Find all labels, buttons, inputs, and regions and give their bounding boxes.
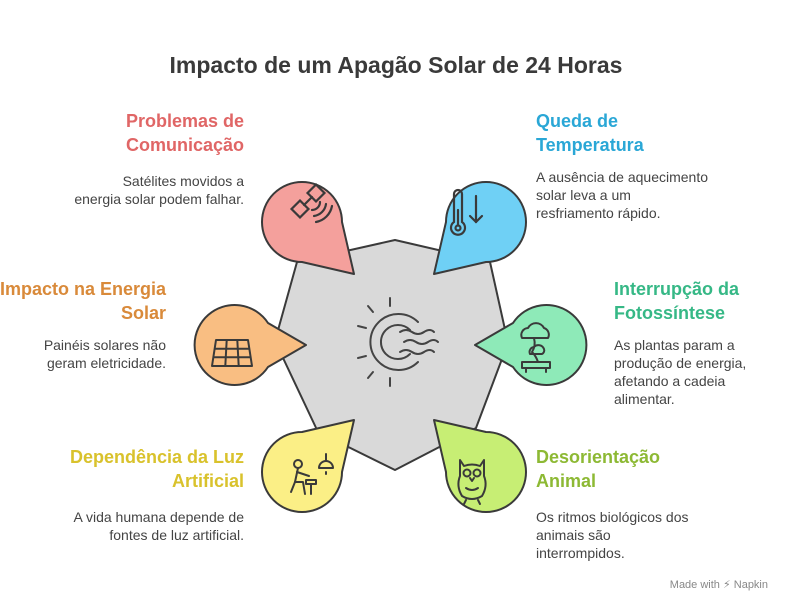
drop-comunicacao xyxy=(261,181,355,275)
heading-energia-solar: Impacto na Energia Solar xyxy=(0,279,166,323)
drop-desorientacao xyxy=(433,419,527,513)
heading-temperatura: Queda de Temperatura xyxy=(536,111,644,155)
person-lamp-icon xyxy=(290,453,334,495)
page-title: Impacto de um Apagão Solar de 24 Horas xyxy=(169,52,623,78)
heading-fotossintese: Interrupção da Fotossíntese xyxy=(614,279,740,323)
center-hexagon xyxy=(274,239,509,471)
drop-fotossintese xyxy=(474,304,588,386)
desc-luz-artificial: A vida humana depende de fontes de luz a… xyxy=(73,509,244,543)
drop-temperatura xyxy=(433,181,527,275)
desc-temperatura: A ausência de aquecimento solar leva a u… xyxy=(536,169,709,221)
desc-comunicacao: Satélites movidos a energia solar podem … xyxy=(74,173,244,207)
owl-icon xyxy=(457,459,487,505)
drop-energia-solar xyxy=(193,304,307,386)
desc-energia-solar: Painéis solares não geram eletricidade. xyxy=(43,337,166,371)
thermometer-down-icon xyxy=(449,188,484,236)
heading-comunicacao: Problemas de Comunicação xyxy=(125,111,244,155)
heading-luz-artificial: Dependência da Luz Artificial xyxy=(69,447,244,491)
desc-desorientacao: Os ritmos biológicos dos animais são int… xyxy=(536,509,689,561)
desc-fotossintese: As plantas param a produção de energia, … xyxy=(614,337,747,407)
heading-desorientacao: Desorientação Animal xyxy=(536,447,661,491)
bonsai-tree-icon xyxy=(520,322,551,373)
footer-credit: Made with ⚡ Napkin xyxy=(669,579,768,591)
drop-luz-artificial xyxy=(261,419,355,513)
solar-panel-icon xyxy=(211,339,253,367)
satellite-icon xyxy=(289,182,334,224)
sun-fog-icon xyxy=(357,297,439,387)
